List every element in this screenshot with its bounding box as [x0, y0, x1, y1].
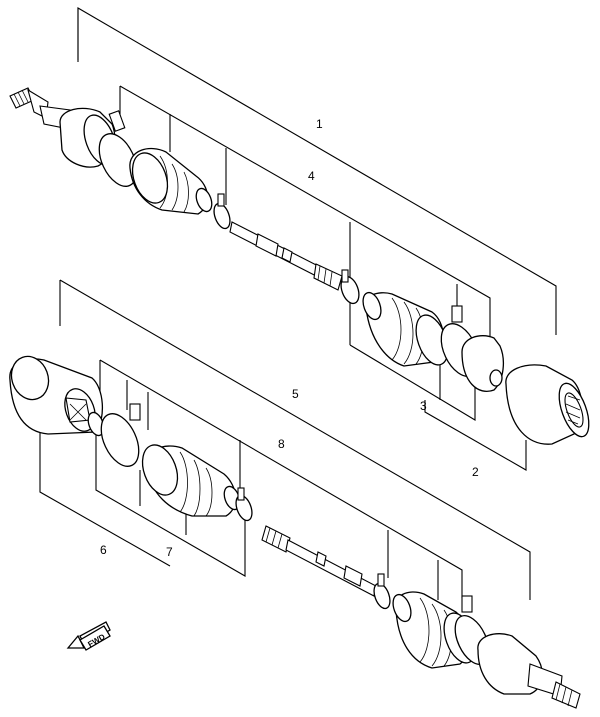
upper-small-clamp [213, 193, 231, 230]
upper-outer-clamp [98, 110, 138, 187]
lower-inner-joint-housing [9, 355, 103, 435]
fwd-direction-marker: FWD [66, 621, 111, 651]
lower-shaft [261, 525, 377, 597]
lower-inner-large-clamp [100, 403, 141, 467]
callout-1: 1 [316, 117, 323, 131]
lower-inner-boot [141, 444, 241, 517]
upper-shaft-assembly [9, 87, 590, 445]
callout-7: 7 [166, 545, 173, 559]
upper-inner-small-clamp [340, 269, 360, 305]
lower-shaft-assembly [9, 355, 581, 709]
callout-3: 3 [420, 399, 427, 413]
upper-inner-joint-housing [505, 364, 590, 445]
upper-inner-joint-cup [461, 335, 505, 392]
upper-inner-boot [362, 291, 449, 367]
callout-4: 4 [308, 169, 315, 183]
lower-outer-joint [477, 633, 581, 709]
callout-6: 6 [100, 543, 107, 557]
upper-outer-boot [129, 147, 213, 215]
leader-lines [39, 7, 557, 600]
lower-outer-small-clamp [373, 573, 391, 610]
callout-8: 8 [278, 437, 285, 451]
callout-numbers: 1 4 3 2 5 8 6 7 [100, 117, 479, 559]
callout-5: 5 [292, 387, 299, 401]
upper-shaft [229, 221, 343, 291]
lower-small-clamp [235, 487, 253, 522]
callout-2: 2 [472, 465, 479, 479]
